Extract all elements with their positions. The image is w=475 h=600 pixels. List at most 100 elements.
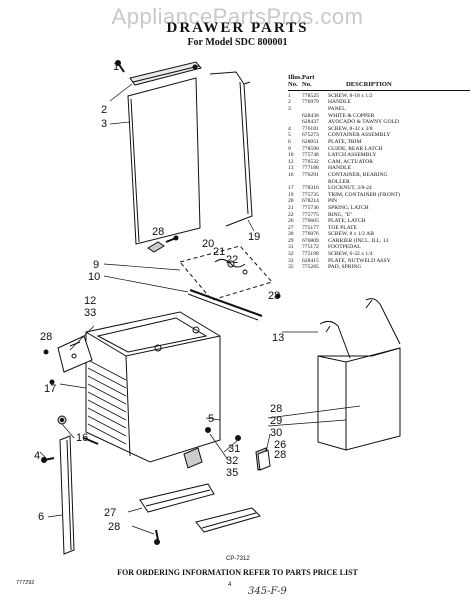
toe-plate-part [139, 483, 261, 545]
parts-row-description: CONTAINER, BEARING [328, 171, 388, 178]
bearing-roller-part [57, 415, 67, 425]
parts-row-illus-no: 26 [288, 218, 294, 225]
container-assembly-part [83, 311, 221, 463]
parts-row-part-no: 777188 [302, 165, 319, 172]
screw-part [41, 457, 55, 463]
callout-31: 31 [228, 443, 240, 455]
parts-row-part-no: 778316 [302, 185, 319, 192]
parts-row-illus-no: 12 [288, 158, 294, 165]
parts-row-description: CAM, ACTUATOR [328, 158, 373, 165]
callout-28-a: 28 [152, 226, 164, 238]
parts-row: 628437 AVOCADO & TAWNY GOLD [288, 119, 470, 126]
parts-row-description: HANDLE [328, 99, 351, 106]
parts-row-part-no: 776979 [302, 99, 319, 106]
parts-row-part-no: 628051 [302, 138, 319, 145]
handle-part [129, 61, 202, 86]
parts-row-description: ROLLER [328, 178, 350, 185]
callout-10: 10 [88, 271, 100, 283]
parts-row-description: WHITE & COPPER [328, 112, 375, 119]
callout-6: 6 [38, 511, 44, 523]
parts-row-part-no: 778525 [302, 92, 319, 99]
parts-row-part-no: 776076 [302, 231, 319, 238]
latch-assembly-part [147, 237, 273, 321]
parts-row-part-no: 776181 [302, 125, 319, 132]
parts-row-description: RING, "E" [328, 211, 353, 218]
callout-28-f: 28 [270, 403, 282, 415]
parts-row-description: PAD, SPRING [328, 264, 362, 271]
callout-16: 16 [76, 432, 88, 444]
parts-row-part-no: 628415 [302, 257, 319, 264]
parts-row-description: FOOTPEDAL [328, 244, 361, 251]
watermark: AppliancePartsPros.com [111, 4, 364, 29]
parts-row-illus-no [288, 113, 302, 120]
parts-row-illus-no: 10 [288, 152, 294, 159]
header-part-no: No. [302, 81, 312, 89]
callout-1: 1 [113, 61, 119, 73]
parts-list-header: Illus. Part [288, 74, 470, 81]
parts-row-part-no: 775172 [302, 244, 319, 251]
trim-front-part [209, 71, 253, 227]
parts-row-part-no: 628437 [302, 119, 319, 126]
parts-row-part-no [302, 179, 328, 186]
latch-plate-part [257, 449, 271, 471]
page-title: DRAWER PARTS [166, 20, 309, 36]
page-id: 777292 [16, 580, 35, 586]
parts-row-description: HANDLE [328, 165, 351, 172]
callout-32: 32 [226, 455, 238, 467]
parts-row-illus-no: 35 [288, 264, 294, 271]
parts-row-description: SCREW, 8-32 x 3/8 [328, 125, 373, 132]
catalog-number: CP-7312 [226, 556, 250, 562]
parts-row-illus-no: 13 [288, 165, 294, 172]
callout-12: 12 [84, 295, 96, 307]
callout-30: 30 [270, 427, 282, 439]
parts-row-part-no: 776605 [302, 218, 319, 225]
parts-row-illus-no: 32 [288, 251, 294, 258]
panel-part [127, 77, 201, 245]
parts-row: 26 776605 PLATE, LATCH [288, 218, 470, 225]
callout-19: 19 [248, 231, 260, 243]
callout-5: 5 [208, 413, 214, 425]
parts-row-illus-no: 22 [288, 211, 294, 218]
parts-row-description: SPRING, LATCH [328, 204, 369, 211]
header-rule [288, 89, 470, 91]
header-no: No. [288, 81, 298, 89]
parts-row: 13 777188 HANDLE [288, 165, 470, 172]
parts-row-illus-no: 27 [288, 224, 294, 231]
callout-4: 4 [34, 450, 40, 462]
handwritten-note: 345-F-9 [248, 586, 287, 597]
parts-row-illus-no: 17 [288, 185, 294, 192]
parts-row-description: PLATE, NUTWELD ASSY [328, 257, 391, 264]
header-illus: Illus. [288, 74, 303, 81]
parts-row: 1 778525 SCREW, 8-18 x 1/2 [288, 93, 470, 100]
page-subtitle: For Model SDC 800001 [187, 37, 288, 48]
parts-row-part-no: 776291 [302, 171, 319, 178]
parts-row-description: LATCH ASSEMBLY [328, 152, 377, 159]
parts-row-illus-no: 20 [288, 198, 294, 205]
parts-row-description: PLATE, TRIM [328, 138, 362, 145]
parts-row-illus-no: 21 [288, 204, 294, 211]
parts-row-description: CONTAINER ASSEMBLY [328, 132, 391, 139]
parts-row-description: PLATE, LATCH [328, 218, 366, 225]
parts-row-description: LOCKNUT, 3/8-24 [328, 185, 372, 192]
parts-row-part-no: 778590 [302, 145, 319, 152]
parts-row-description: AVOCADO & TAWNY GOLD [328, 119, 399, 126]
parts-row-description: SCREW, 8-18 x 1/2 [328, 92, 373, 99]
parts-row-illus-no: 1 [288, 92, 291, 99]
callout-22: 22 [226, 254, 238, 266]
